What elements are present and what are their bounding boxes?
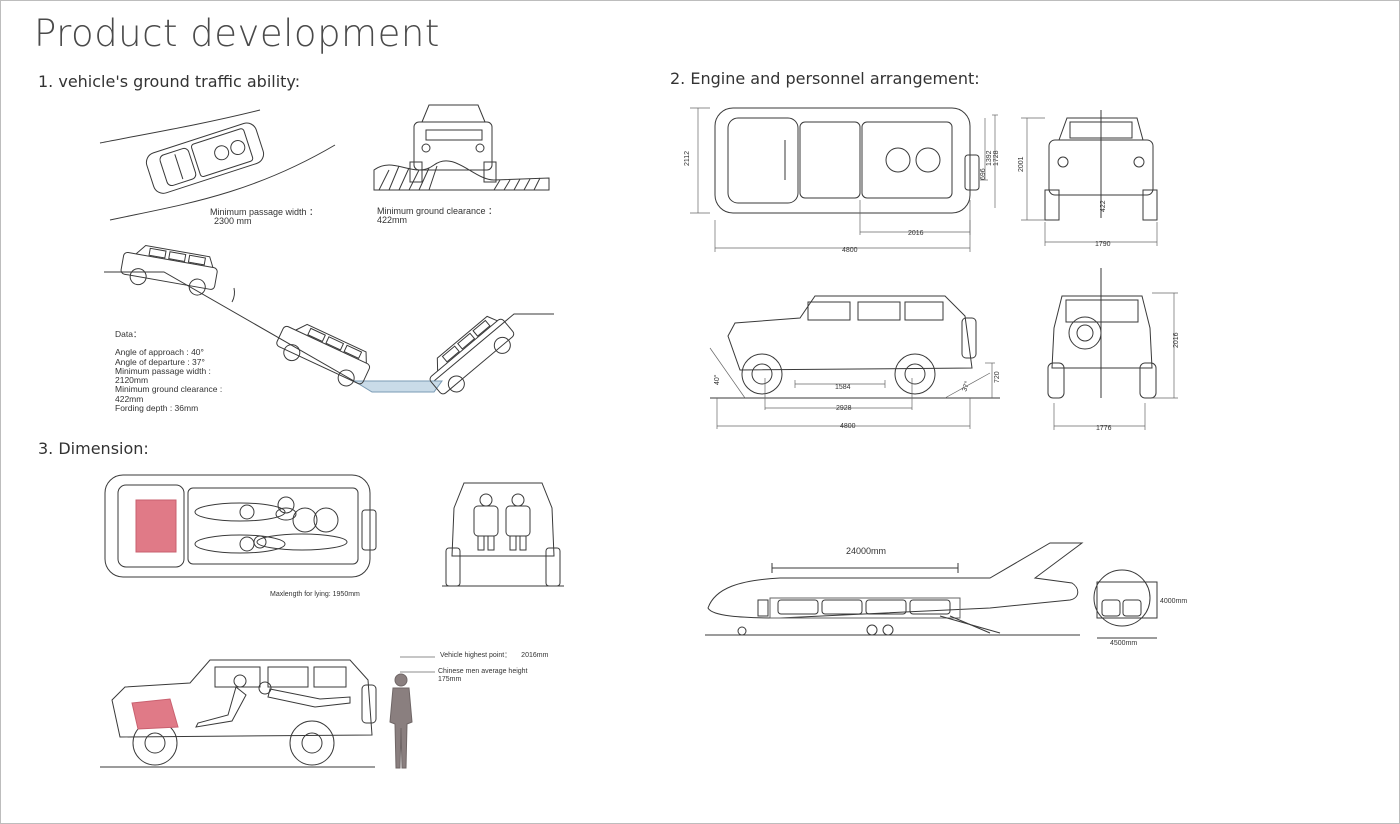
data-line: Fording depth : 36mm — [115, 403, 199, 414]
rear-height-dim: 2016 — [1173, 332, 1180, 348]
side-height-dim: 720 — [994, 371, 1001, 383]
ground-clearance-label: Minimum ground clearance ： — [377, 206, 498, 216]
passage-width-label: Minimum passage width ： — [210, 207, 319, 217]
data-line: Angle of departure : 37° — [115, 356, 205, 367]
data-line: 422mm — [115, 393, 144, 404]
rear-view-dimension-drawing: 2016 1776 — [1040, 268, 1180, 432]
interior-top-view-drawing — [100, 470, 382, 585]
side-length-dim: 4800 — [840, 423, 856, 430]
top-h3-dim: 1728 — [993, 150, 1000, 166]
average-height-label: Chinese men average height — [438, 668, 528, 675]
side-inner-dim: 1584 — [835, 384, 851, 391]
top-length-dim: 4800 — [842, 247, 858, 254]
rear-width-dim: 1776 — [1096, 425, 1112, 432]
plane-width-label: 4500mm — [1110, 640, 1138, 647]
side-departure-angle: 37° — [960, 380, 971, 393]
top-view-dimension-drawing: 4800 2016 2112 696 1392 1728 — [684, 100, 1000, 254]
interior-side-view-drawing — [100, 655, 380, 770]
front-height-dim: 2001 — [1018, 156, 1025, 172]
standing-human-figure — [385, 672, 417, 770]
lying-length-label: Maxlength for lying: 1950mm — [270, 591, 360, 598]
front-clearance-dim: 422 — [1100, 200, 1107, 212]
front-view-dimension-drawing: 2001 422 1790 — [1018, 110, 1165, 248]
data-line: 2120mm — [115, 375, 149, 386]
section-ground-ability-heading: 1. vehicle's ground traffic ability: — [38, 72, 301, 91]
data-title: Data： — [115, 329, 142, 339]
average-height-value: 175mm — [438, 676, 462, 683]
highest-point-value: 2016mm — [521, 652, 549, 659]
side-view-dimension-drawing: 1584 2928 4800 720 40° 37° — [700, 288, 1001, 430]
ground-data-list: Data： Angle of approach : 40° Angle of d… — [115, 329, 223, 414]
front-width-dim: 1790 — [1095, 241, 1111, 248]
top-cargo-dim: 2016 — [908, 230, 924, 237]
plane-height-label: 4000mm — [1160, 598, 1188, 605]
highest-point-text: Vehicle highest point： — [440, 652, 512, 659]
top-h2-dim: 1392 — [986, 150, 993, 166]
passage-width-illustration — [100, 105, 350, 225]
data-line: Angle of approach : 40° — [115, 347, 204, 358]
data-line: Minimum passage width : — [115, 365, 211, 376]
top-width-dim: 2112 — [684, 151, 691, 166]
data-line: Minimum ground clearance : — [115, 384, 223, 395]
ground-clearance-value: 422mm — [377, 215, 408, 225]
passage-width-value: 2300 mm — [214, 216, 252, 226]
top-h1-dim: 696 — [980, 168, 987, 180]
height-guide-lines — [400, 655, 440, 675]
plane-length-label: 24000mm — [846, 546, 887, 556]
airplane-transport-illustration — [700, 538, 1190, 650]
side-approach-angle: 40° — [713, 374, 721, 385]
highest-point-label: Vehicle highest point： 2016mm — [440, 652, 548, 660]
approach-departure-illustration — [104, 236, 556, 396]
interior-front-view-drawing — [442, 478, 564, 590]
page-title: Product development — [34, 12, 440, 55]
side-wheelbase-dim: 2928 — [836, 405, 852, 412]
section-engine-heading: 2. Engine and personnel arrangement: — [670, 69, 980, 88]
ground-clearance-illustration — [374, 100, 549, 195]
section-dimension-heading: 3. Dimension: — [38, 439, 149, 458]
